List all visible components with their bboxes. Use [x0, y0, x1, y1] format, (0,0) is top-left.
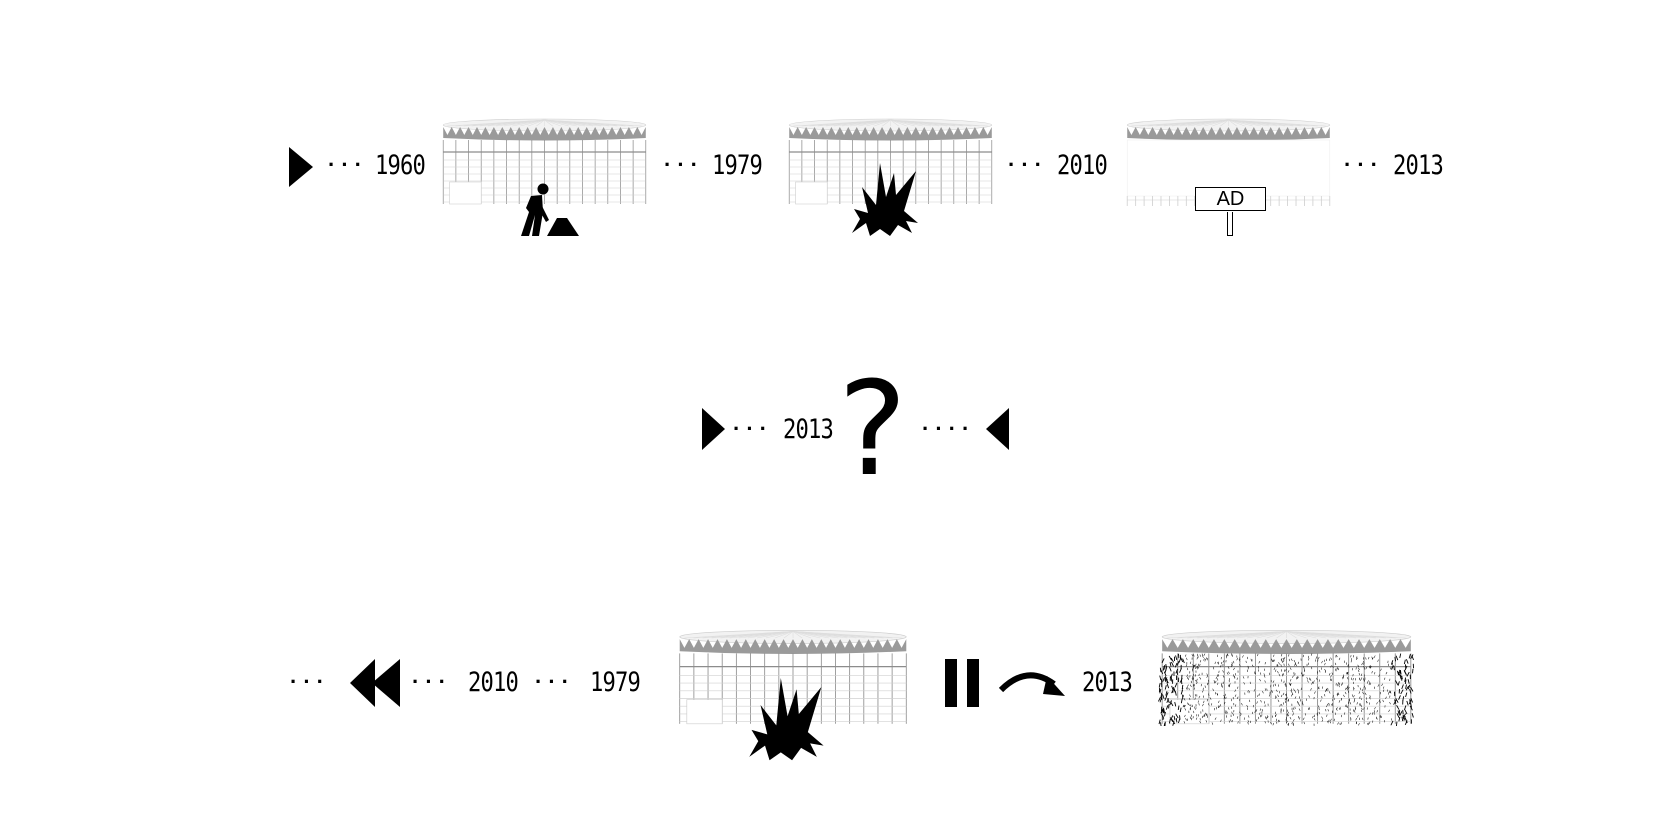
year-2010: 2010: [468, 667, 519, 698]
timeline-dots: ···: [328, 152, 368, 177]
play-icon: [289, 147, 313, 187]
stadium-2013-overgrown: [1157, 627, 1416, 726]
timeline-dots: ···: [1008, 152, 1048, 177]
worker-digging-icon: [521, 183, 579, 236]
stadium-1979: [675, 627, 911, 726]
timeline-dots: ····: [922, 416, 976, 441]
year-2013: 2013: [1393, 150, 1444, 181]
stadium-2010: [1123, 116, 1334, 206]
reverse-play-icon: [986, 408, 1009, 450]
stadium-1960: [439, 116, 650, 206]
explosion-icon: [749, 678, 824, 761]
timeline-dots: ···: [1344, 152, 1384, 177]
timeline-dots: ···: [733, 416, 773, 441]
stadium-1979: [785, 116, 996, 206]
curved-arrow-icon: [999, 672, 1065, 696]
play-icon: [702, 408, 725, 450]
timeline-dots: ···: [412, 669, 452, 694]
year-1979: 1979: [712, 150, 763, 181]
year-2013: 2013: [783, 414, 834, 445]
pause-icon: [945, 659, 979, 707]
billboard-icon: AD: [1195, 187, 1266, 211]
rewind-icon: [350, 659, 400, 707]
year-1979: 1979: [590, 667, 641, 698]
timeline-dots: ···: [290, 669, 330, 694]
year-2010: 2010: [1057, 150, 1108, 181]
explosion-icon: [852, 163, 918, 236]
timeline-dots: ···: [664, 152, 704, 177]
year-2013: 2013: [1082, 667, 1133, 698]
year-1960: 1960: [375, 150, 426, 181]
timeline-dots: ···: [535, 669, 575, 694]
question-icon: ?: [838, 353, 907, 505]
billboard-post: [1227, 212, 1233, 236]
